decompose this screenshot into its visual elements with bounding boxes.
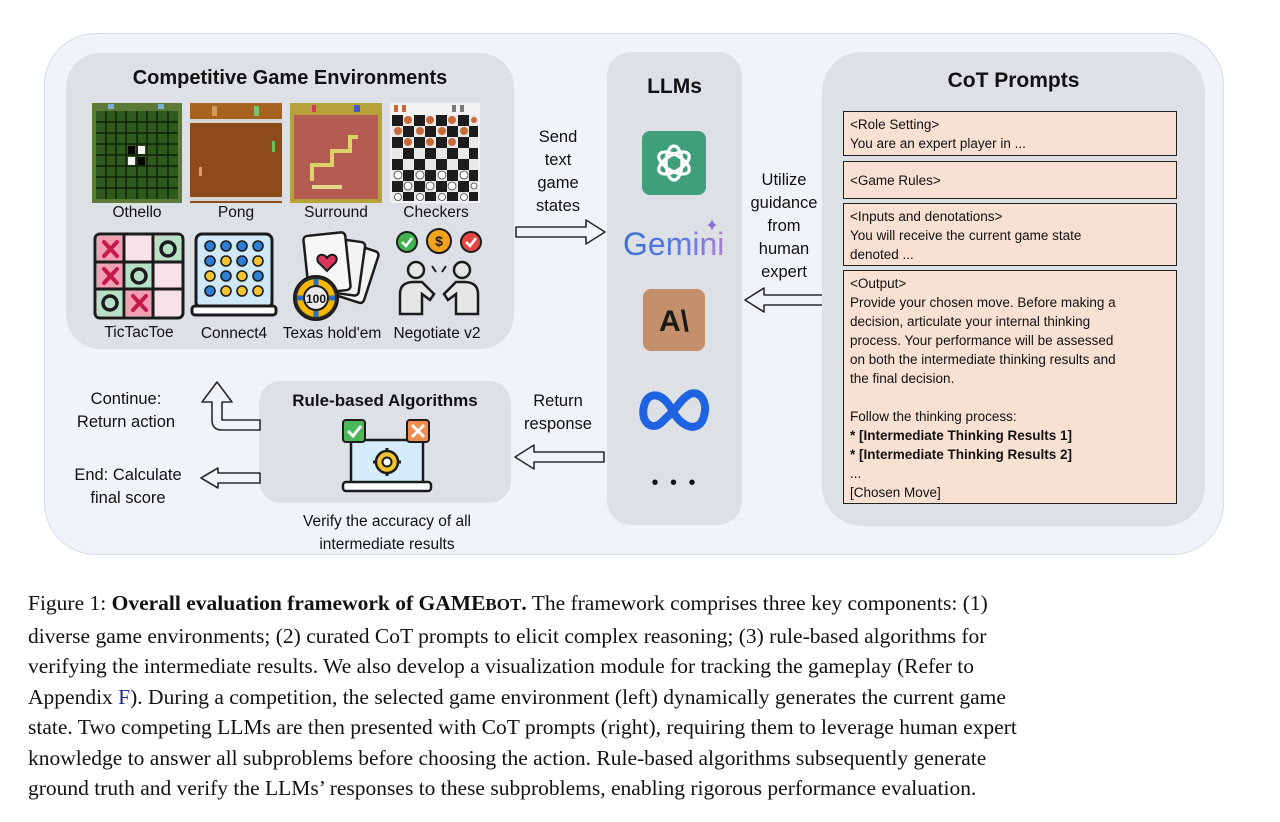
environments-title: Competitive Game Environments bbox=[132, 67, 448, 89]
prompt-output: <Output> Provide your chosen move. Befor… bbox=[843, 270, 1177, 504]
arrow-up-continue-icon bbox=[201, 381, 261, 431]
game-label-negotiate-v2: Negotiate v2 bbox=[393, 325, 481, 342]
svg-text:$: $ bbox=[435, 233, 443, 249]
continue-return-action-label: Continue: Return action bbox=[76, 390, 176, 431]
game-label-texas-holdem: Texas hold'em bbox=[282, 325, 382, 342]
prompt-role-setting: <Role Setting> You are an expert player … bbox=[843, 111, 1177, 156]
prompt-inputs: <Inputs and denotations> You will receiv… bbox=[843, 203, 1177, 266]
end-final-score-label: End: Calculate final score bbox=[74, 466, 182, 507]
arrow-left-response-icon bbox=[514, 444, 605, 470]
game-label-tictactoe: TicTacToe bbox=[104, 324, 174, 341]
return-response-label: Return response bbox=[524, 392, 592, 433]
checkers-thumbnail bbox=[390, 103, 480, 203]
send-states-label: Send text game states bbox=[535, 128, 581, 215]
meta-logo-icon bbox=[639, 389, 709, 431]
arrow-left-icon bbox=[744, 287, 825, 313]
laptop-verify-icon bbox=[341, 419, 433, 493]
gemini-wordmark: Gemini bbox=[623, 226, 724, 262]
rule-based-title: Rule-based Algorithms bbox=[292, 391, 478, 410]
game-label-surround: Surround bbox=[304, 204, 368, 221]
chip-label: 100 bbox=[306, 292, 326, 306]
appendix-link[interactable]: F bbox=[118, 684, 131, 709]
texas-holdem-icon: 100 bbox=[293, 231, 380, 321]
utilize-guidance-label: Utilize guidance from human expert bbox=[750, 171, 818, 281]
caption-label: Figure 1: bbox=[28, 591, 107, 615]
anthropic-mark: A\ bbox=[659, 305, 690, 338]
chatgpt-logo-icon bbox=[642, 131, 706, 195]
othello-thumbnail bbox=[92, 103, 182, 203]
arrow-left-end-icon bbox=[200, 467, 261, 489]
anthropic-logo-icon: A\ bbox=[643, 289, 705, 351]
game-label-pong: Pong bbox=[217, 204, 255, 221]
cot-title: CoT Prompts bbox=[947, 69, 1080, 92]
gemini-logo-icon: Gemini bbox=[623, 219, 724, 262]
llms-title: LLMs bbox=[647, 75, 702, 98]
verify-accuracy-label: Verify the accuracy of all intermediate … bbox=[303, 513, 471, 553]
game-label-checkers: Checkers bbox=[403, 204, 469, 221]
connect4-icon bbox=[190, 232, 278, 317]
llms-panel: LLMs bbox=[607, 52, 742, 525]
pong-thumbnail bbox=[190, 103, 282, 203]
game-label-othello: Othello bbox=[112, 204, 162, 221]
game-label-connect4: Connect4 bbox=[200, 325, 268, 342]
surround-thumbnail bbox=[290, 103, 382, 203]
negotiate-icon: $ bbox=[396, 228, 482, 316]
prompt-game-rules: <Game Rules> bbox=[843, 161, 1177, 199]
arrow-right-icon bbox=[515, 219, 606, 245]
caption-title: Overall evaluation framework of GAME bbox=[111, 591, 486, 615]
more-llms-ellipsis: • • • bbox=[651, 472, 699, 494]
tictactoe-icon bbox=[93, 232, 185, 320]
figure-caption: Figure 1: Overall evaluation framework o… bbox=[28, 591, 1017, 800]
